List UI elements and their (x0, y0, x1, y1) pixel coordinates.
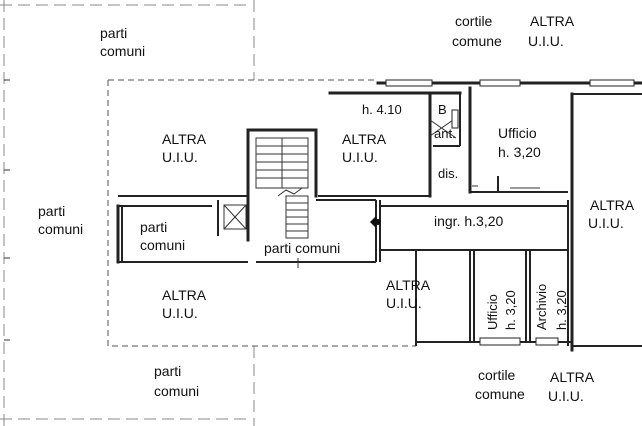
label-altra-bottom: ALTRA (550, 369, 595, 385)
label-altra-nw: ALTRA (162, 131, 207, 147)
svg-text:h. 3,20: h. 3,20 (503, 290, 518, 330)
svg-text:comuni: comuni (140, 237, 185, 253)
label-ant: ant. (434, 126, 456, 141)
floor-boundary (107, 79, 416, 347)
svg-text:U.I.U.: U.I.U. (528, 33, 564, 49)
svg-text:U.I.U.: U.I.U. (588, 215, 624, 231)
svg-text:U.I.U.: U.I.U. (162, 305, 198, 321)
label-altra-e: ALTRA (590, 197, 635, 213)
svg-text:U.I.U.: U.I.U. (548, 388, 584, 404)
east-wall (570, 92, 642, 352)
label-h410: h. 4.10 (362, 102, 402, 117)
label-parti-comuni-left: parti (38, 203, 65, 219)
staircase (246, 128, 318, 242)
label-ufficio-vertical: Ufficio (485, 294, 500, 330)
north-center-room (318, 91, 462, 198)
west-rooms (116, 195, 248, 264)
svg-text:comuni: comuni (154, 383, 199, 399)
label-b: B (438, 102, 447, 117)
svg-text:comune: comune (475, 386, 525, 402)
label-cortile-top: cortile (455, 13, 493, 29)
room-labels: parti comuni cortile comune ALTRA U.I.U.… (38, 13, 635, 404)
central-corridor (256, 199, 572, 346)
label-altra-sc: ALTRA (386, 277, 431, 293)
label-parti-comuni-top: parti (100, 25, 127, 41)
svg-text:h. 3,20: h. 3,20 (498, 144, 541, 160)
top-wall (376, 79, 642, 87)
ufficio-room (468, 86, 568, 194)
reference-grid (0, 0, 255, 426)
label-ufficio: Ufficio (498, 125, 537, 141)
svg-text:U.I.U.: U.I.U. (342, 149, 378, 165)
svg-text:U.I.U.: U.I.U. (162, 149, 198, 165)
label-altra-nc: ALTRA (342, 131, 387, 147)
label-altra-top: ALTRA (530, 13, 575, 29)
label-archivio-vertical: Archivio (534, 284, 549, 330)
label-parti-comuni-bottom: parti (154, 363, 181, 379)
label-ingresso: ingr. h.3,20 (434, 213, 503, 229)
svg-text:comuni: comuni (38, 221, 83, 237)
svg-text:comuni: comuni (100, 43, 145, 59)
label-cortile-bottom: cortile (478, 367, 516, 383)
svg-text:U.I.U.: U.I.U. (386, 295, 422, 311)
svg-text:h. 3,20: h. 3,20 (554, 290, 569, 330)
svg-text:comune: comune (452, 33, 502, 49)
label-parti-comuni-corridor: parti comuni (264, 240, 340, 256)
label-parti-comuni-inner: parti (140, 219, 167, 235)
label-dis: dis. (438, 166, 458, 181)
label-altra-sw: ALTRA (162, 287, 207, 303)
